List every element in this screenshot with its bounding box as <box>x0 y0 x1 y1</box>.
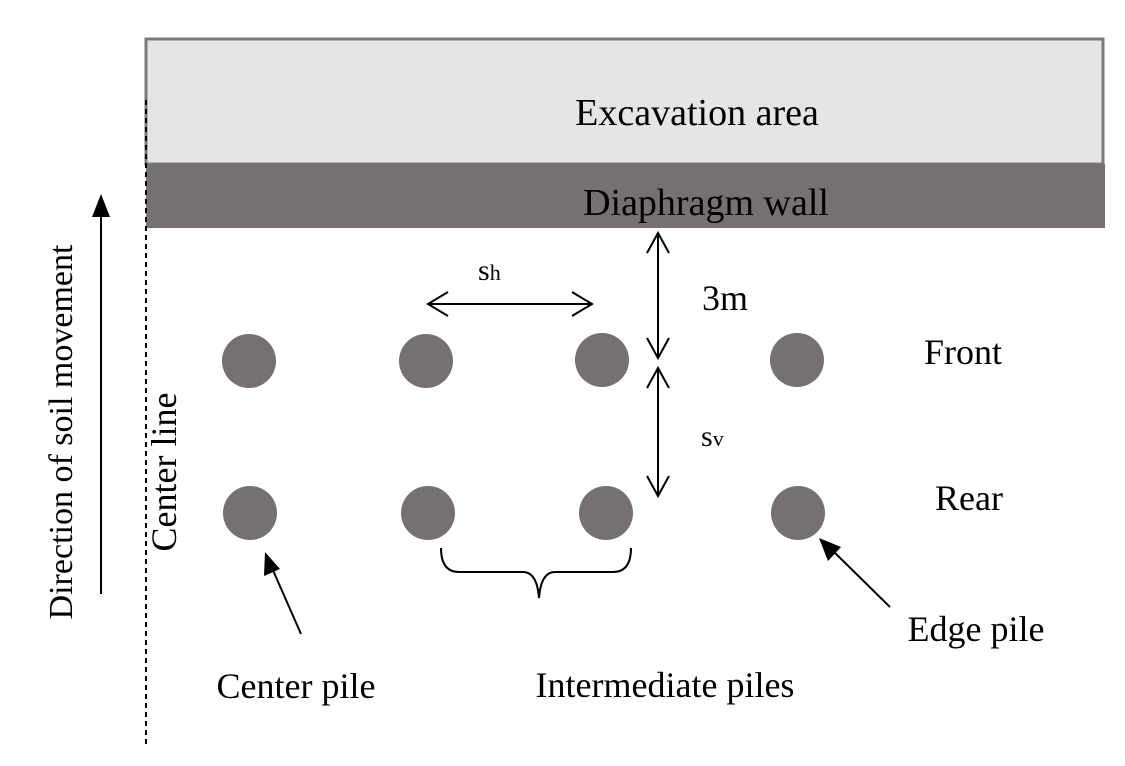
center-pile-arrow <box>271 567 302 635</box>
distance-3m-arrow <box>646 230 670 361</box>
center-pile-arrowhead <box>264 552 280 576</box>
sh-arrow <box>426 291 594 317</box>
sh-label: sh <box>478 254 501 287</box>
diaphragm-wall <box>146 164 1105 228</box>
edge-pile-arrow <box>831 549 891 608</box>
excavation-area-label: Excavation area <box>575 92 819 134</box>
excavation-area <box>144 37 1105 166</box>
intermediate-piles-label: Intermediate piles <box>536 665 795 705</box>
pile-front-2 <box>399 334 453 388</box>
pile-front-1 <box>222 334 276 388</box>
soil-movement-label: Direction of soil movement <box>43 244 80 619</box>
center-line-label: Center line <box>144 393 184 552</box>
center-pile-label: Center pile <box>217 666 376 706</box>
distance-3m-label: 3m <box>702 278 748 318</box>
pile-rear-3 <box>579 486 633 540</box>
pile-rear-4 <box>771 486 825 540</box>
sv-label: sv <box>701 420 724 453</box>
front-row-label: Front <box>924 332 1002 372</box>
intermediate-piles-brace <box>440 547 632 599</box>
edge-pile-label: Edge pile <box>908 609 1045 649</box>
pile-front-3 <box>575 333 629 387</box>
sv-arrow <box>646 365 670 499</box>
pile-rear-1 <box>223 486 277 540</box>
pile-rear-2 <box>401 486 455 540</box>
diaphragm-wall-label: Diaphragm wall <box>583 182 829 224</box>
pile-front-4 <box>770 333 824 387</box>
rear-row-label: Rear <box>935 478 1003 518</box>
edge-pile-arrowhead <box>819 538 841 561</box>
soil-movement-arrowhead <box>92 194 110 217</box>
